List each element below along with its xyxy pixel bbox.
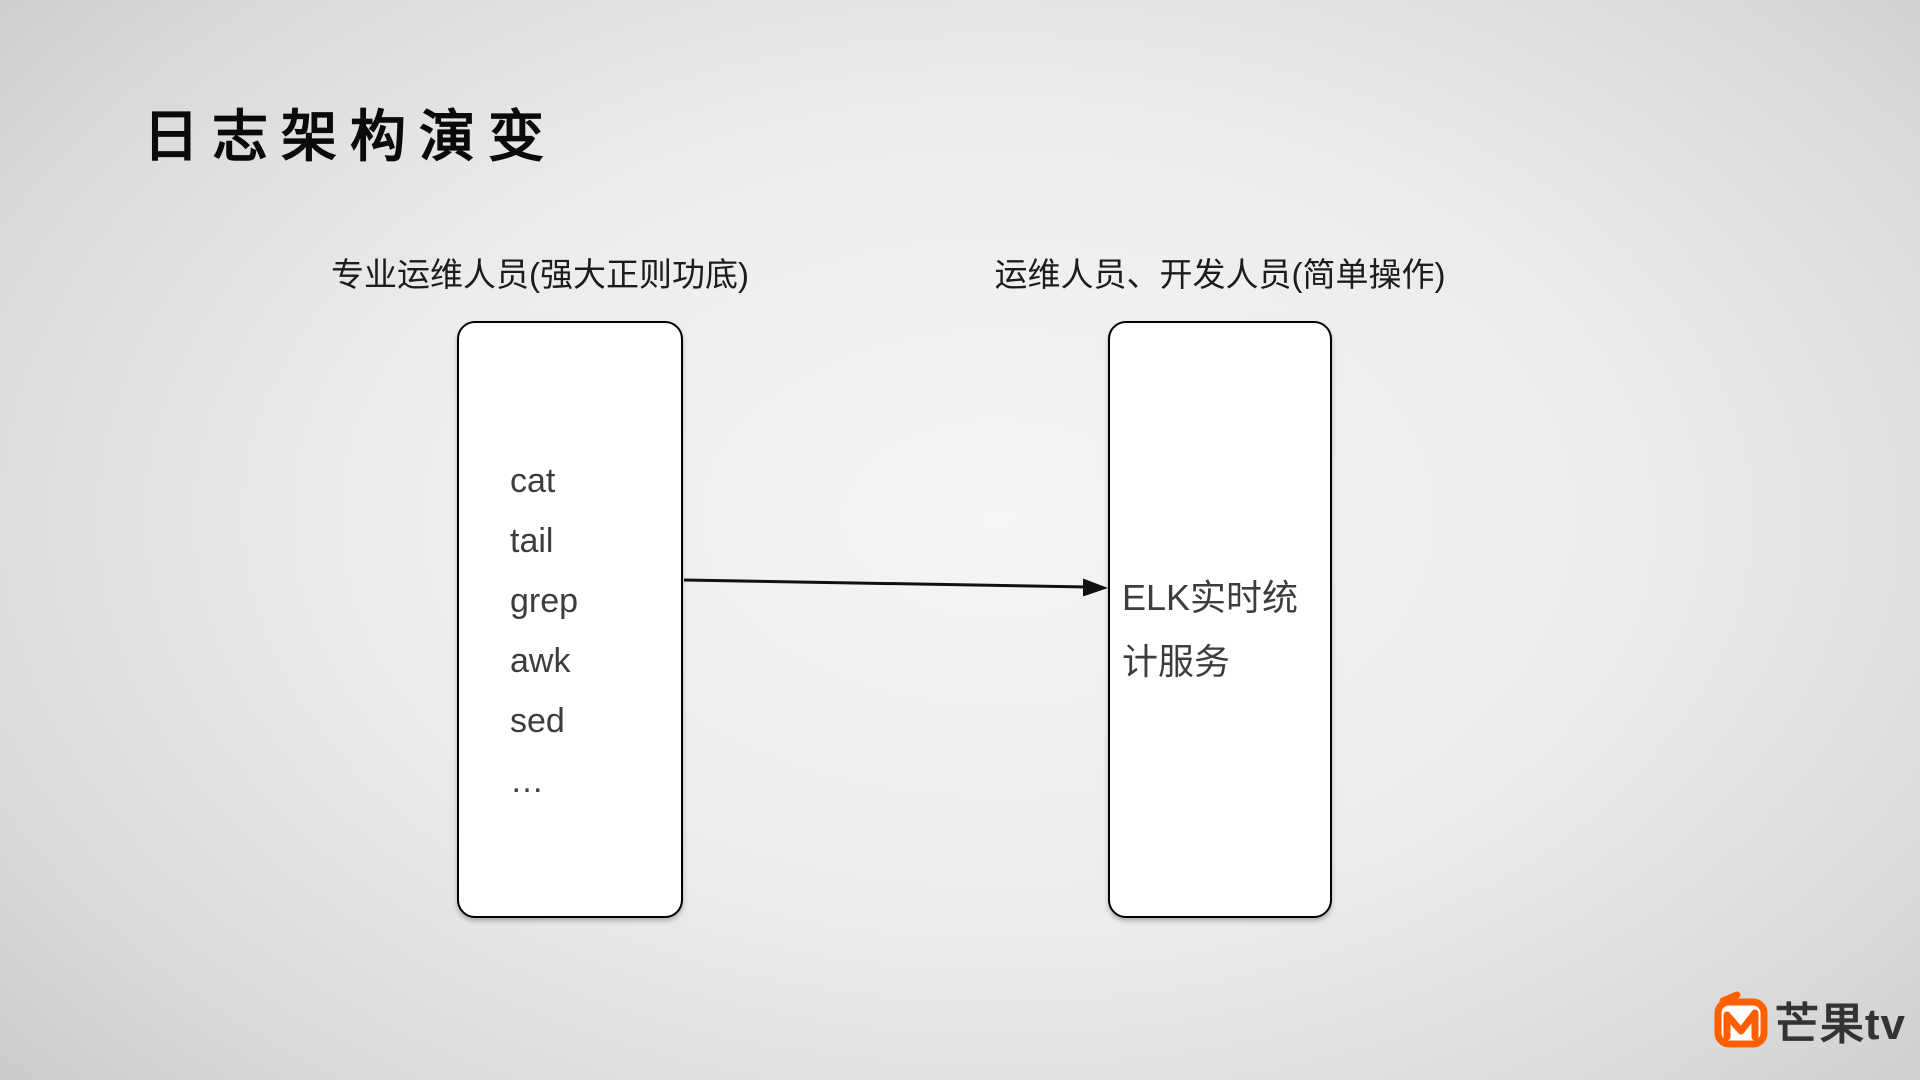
elk-service-text: ELK实时统 计服务: [1110, 323, 1330, 694]
tool-item-sed: sed: [510, 702, 565, 740]
tool-item-awk: awk: [510, 642, 571, 680]
mangotv-logo-text: 芒果tv: [1774, 1000, 1906, 1049]
tool-item-tail: tail: [510, 522, 554, 560]
right-column-label: 运维人员、开发人员(简单操作): [994, 256, 1446, 293]
elk-text-line-1: ELK实时统: [1122, 577, 1299, 618]
mangotv-m-icon: [1714, 991, 1768, 1048]
tool-item-grep: grep: [510, 582, 579, 620]
tool-item-cat: cat: [510, 462, 556, 500]
mangotv-logo: 芒果tv: [1713, 988, 1906, 1052]
left-column-label: 专业运维人员(强大正则功底): [331, 256, 749, 293]
right-elk-box: ELK实时统 计服务: [1108, 321, 1332, 918]
elk-text-line-2: 计服务: [1122, 641, 1231, 682]
left-tools-box: cat tail grep awk sed …: [457, 321, 683, 918]
tool-item-ellipsis: …: [510, 762, 544, 800]
tools-list: cat tail grep awk sed …: [459, 323, 681, 811]
slide-title: 日志架构演变: [143, 107, 557, 169]
